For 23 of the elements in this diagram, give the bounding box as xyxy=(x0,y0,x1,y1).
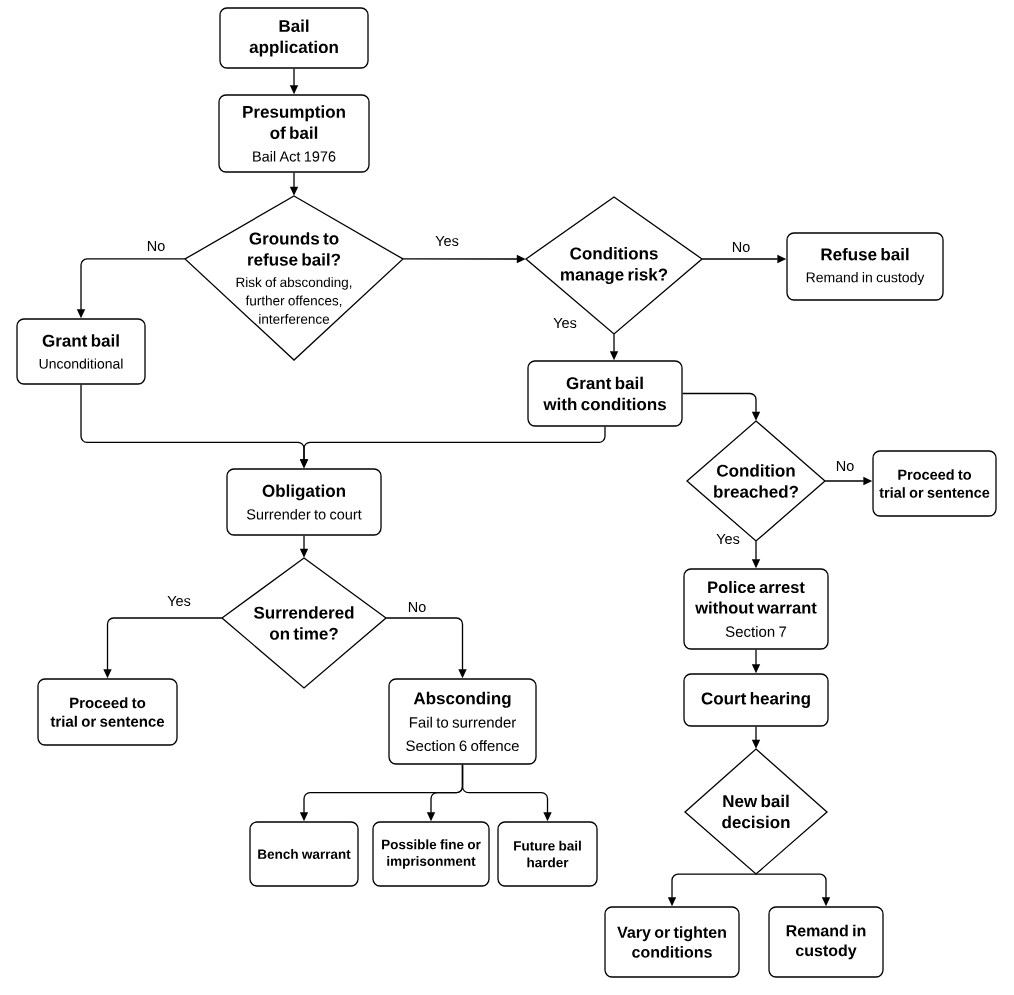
edge-label: No xyxy=(730,240,752,254)
process-box: Refuse bail Remand in custody xyxy=(786,232,944,301)
process-box: Proceed to trial or sentence xyxy=(872,450,997,517)
edge-label: No xyxy=(145,239,167,253)
process-box: Court hearing xyxy=(683,673,829,727)
process-box: Future bail harder xyxy=(497,821,598,887)
process-box: Possible fine or imprisonment xyxy=(372,821,490,887)
process-box: Police arrest without warrant Section 7 xyxy=(683,568,829,650)
process-box: Remand in custody xyxy=(768,906,884,978)
process-box: Bail application xyxy=(219,7,369,69)
edge-label: Yes xyxy=(433,234,461,248)
process-box: Bench warrant xyxy=(249,821,359,887)
process-box: Vary or tighten conditions xyxy=(604,906,740,978)
process-box: Grant bail Unconditional xyxy=(16,318,146,385)
edge-label: Yes xyxy=(165,594,193,608)
process-box: Grant bail with conditions xyxy=(527,360,683,427)
process-box: Presumption of bail Bail Act 1976 xyxy=(218,94,370,173)
edge-label: No xyxy=(406,600,428,614)
process-box: Proceed to trial or sentence xyxy=(37,678,178,746)
process-box: Obligation Surrender to court xyxy=(226,468,382,536)
edge-label: No xyxy=(834,459,856,473)
process-box: Absconding Fail to surrender Section 6 offence xyxy=(388,678,537,765)
edge-label: Yes xyxy=(551,316,579,330)
